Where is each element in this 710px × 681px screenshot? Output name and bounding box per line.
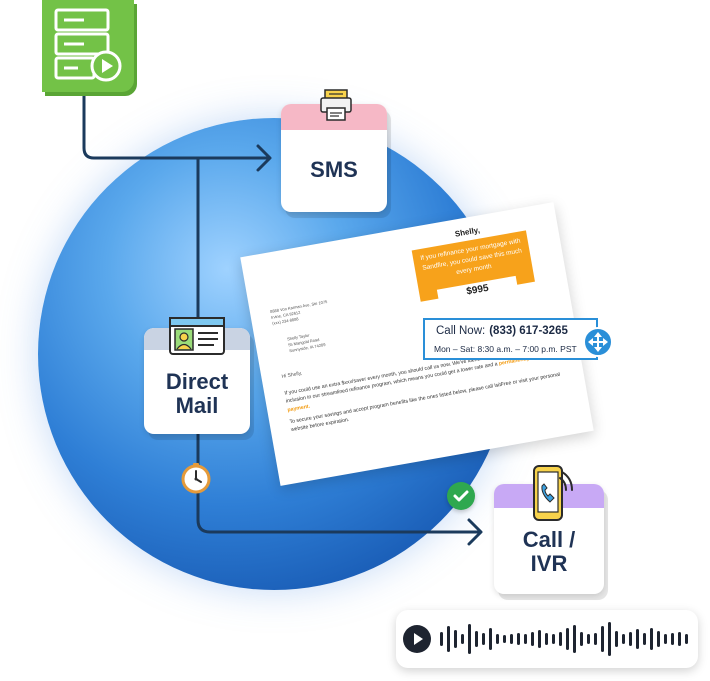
waveform-bar [573,625,576,653]
flow-line-to-ivr [196,432,482,534]
waveform-bar [454,630,457,648]
waveform-bar [685,634,688,644]
waveform-bar [559,632,562,646]
waveform-bar [608,622,611,656]
call-ivr-label: Call / IVR [522,527,576,577]
direct-mail-label: Direct Mail [165,369,229,419]
waveform-bar [636,629,639,649]
call-hours: Mon – Sat: 8:30 a.m. – 7:00 p.m. PST [434,344,577,354]
waveform-bar [615,631,618,647]
audio-player[interactable] [396,610,698,668]
call-now-label: Call Now: [436,325,486,337]
phone-call-icon [533,465,573,521]
waveform-bar [580,632,583,646]
waveform-bar [461,634,464,644]
waveform-bar [671,633,674,645]
waveform-bar [678,632,681,646]
check-icon [447,482,475,510]
server-play-icon [54,8,122,82]
call-now-callout[interactable]: Call Now:(833) 617-3265 Mon – Sat: 8:30 … [423,318,598,360]
waveform-bar [601,626,604,652]
waveform-bar [496,634,499,644]
move-arrows-icon[interactable] [583,327,613,357]
waveform-bar [587,634,590,644]
play-icon[interactable] [402,624,432,654]
waveform-bar [447,626,450,652]
waveform-bar [622,634,625,644]
waveform-bar [594,633,597,645]
clock-icon [181,463,211,494]
sms-label: SMS [310,157,358,182]
waveform-bar [517,633,520,645]
waveform-bar [482,633,485,645]
waveform-bar [566,628,569,650]
arrow-head-ivr [467,518,483,546]
recipient-address: Shelly Taylor 55 Marigold Road Sunnyside… [286,332,326,354]
waveform-bar [643,633,646,645]
arrow-head-sms [256,144,272,172]
sender-address: 8888 Von Karman Ave, Ste 1075 Irvine, CA… [269,298,328,326]
start-trigger-tile[interactable] [42,0,134,92]
waveform-bar [503,635,506,643]
waveform-bar [650,628,653,650]
waveform-bar [538,630,541,648]
waveform-bar [440,632,443,646]
waveform-bar [531,632,534,646]
waveform-bar [629,632,632,646]
waveform-bar [475,631,478,647]
waveform-bar [510,634,513,644]
letter-greeting: Hi Shelly, [281,370,303,380]
waveform-bar [664,634,667,644]
waveform-bar [552,634,555,644]
audio-waveform[interactable] [436,616,692,662]
waveform-bar [524,634,527,644]
flow-line-to-sms [82,90,270,160]
savings-offer-box: Shelly, If you refinance your mortgage w… [409,216,537,315]
waveform-bar [545,633,548,645]
waveform-bar [489,628,492,650]
waveform-bar [468,624,471,654]
call-now-phone[interactable]: (833) 617-3265 [489,325,568,337]
call-now-line: Call Now:(833) 617-3265 [436,325,568,337]
waveform-bar [657,631,660,647]
fax-printer-icon [320,89,352,121]
id-card-icon [169,317,225,355]
sms-channel-card[interactable]: SMS [281,104,387,212]
